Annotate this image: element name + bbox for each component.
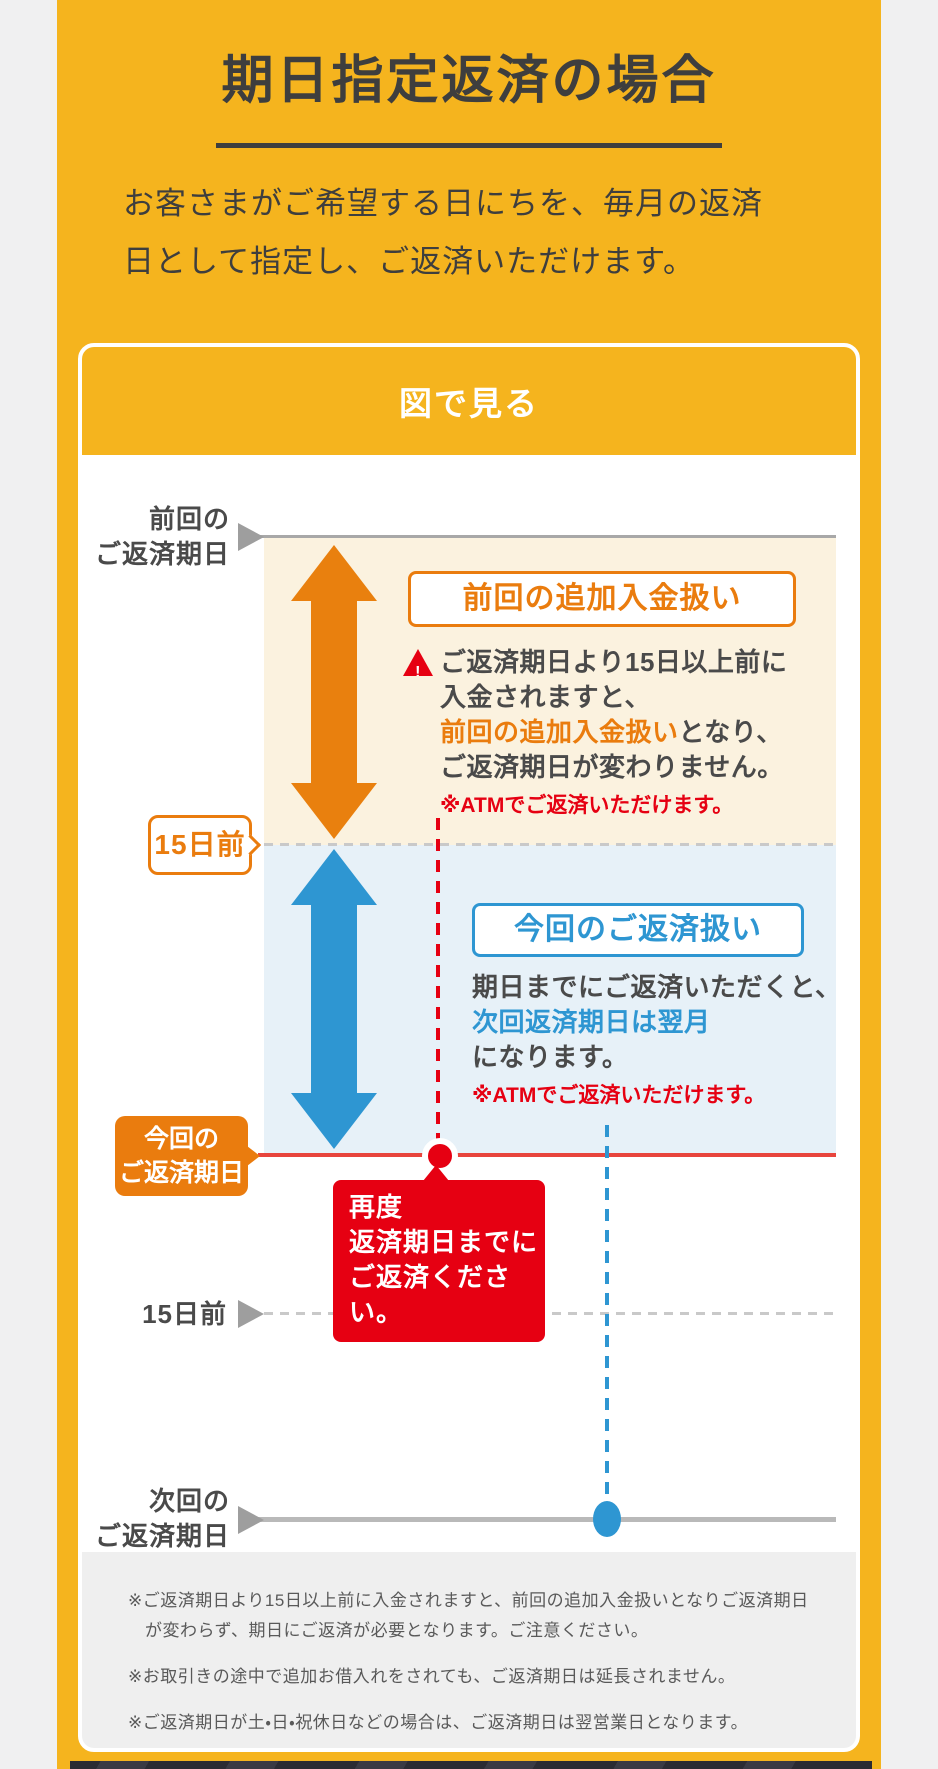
next-section-divider: [70, 1761, 872, 1769]
previous-deposit-description: ご返済期日より15日以上前に 入金されますと、 前回の追加入金扱いとなり、 ご返…: [403, 645, 787, 823]
repay-again-callout: 再度 返済期日までに ご返済ください。: [333, 1165, 545, 1342]
intro-paragraph: お客さまがご希望する日にちを、毎月の返済 日として指定し、ご返済いただけます。: [123, 175, 843, 291]
payment-point-next-icon: [593, 1501, 621, 1537]
intro-line: お客さまがご希望する日にちを、毎月の返済: [123, 186, 763, 221]
highlight-previous-deposit: 前回の追加入金扱い: [440, 717, 679, 747]
current-period-arrow: [291, 849, 377, 1149]
red-dashed-payment-line: [436, 818, 440, 1154]
note-item: ※ご返済期日より15日以上前に入金されますと、前回の追加入金扱いとなりご返済期日…: [128, 1591, 809, 1640]
previous-deposit-title-box: 前回の追加入金扱い: [408, 571, 796, 627]
atm-note: ※ATMでご返済いただけます。: [440, 794, 734, 817]
fifteen-days-before-line-top: [264, 843, 836, 846]
timeline-marker-icon: [238, 523, 264, 551]
blue-dashed-payment-line: [605, 1125, 609, 1519]
arrow-down-icon: [291, 783, 377, 839]
previous-due-date-line: [250, 535, 836, 538]
title-underline: [216, 143, 722, 148]
fifteen-days-before-label: 15日前: [142, 1299, 227, 1329]
figure-card-header: 図で見る: [82, 347, 856, 455]
fifteen-days-before-badge: 15日前: [148, 815, 252, 875]
note-item: ※ご返済期日が土・日・祝休日などの場合は、ご返済期日は翌営業日となります。: [128, 1713, 749, 1732]
current-due-date-badge: 今回の ご返済期日: [115, 1116, 260, 1196]
timeline-marker-icon: [238, 1300, 264, 1328]
atm-note: ※ATMでご返済いただけます。: [472, 1084, 766, 1107]
previous-due-date-label: 前回の ご返済期日: [94, 504, 230, 569]
current-repayment-title-box: 今回のご返済扱い: [472, 903, 804, 957]
arrow-up-icon: [291, 849, 377, 905]
arrow-down-icon: [291, 1093, 377, 1149]
timeline-marker-icon: [238, 1506, 264, 1534]
previous-period-arrow: [291, 545, 377, 839]
next-due-date-label: 次回の ご返済期日: [94, 1486, 230, 1551]
fifteen-days-before-line-bottom: [264, 1312, 836, 1315]
highlight-next-due-date: 次回返済期日は翌月: [472, 1007, 711, 1037]
next-due-date-line: [250, 1517, 836, 1522]
intro-line: 日として指定し、ご返済いただけます。: [123, 244, 695, 279]
current-due-date-line: [258, 1153, 836, 1157]
arrow-up-icon: [291, 545, 377, 601]
current-repayment-description: 期日までにご返済いただくと、 次回返済期日は翌月 になります。 ※ATMでご返済…: [472, 970, 841, 1113]
page-title: 期日指定返済の場合: [221, 52, 717, 110]
note-item: ※お取引きの途中で追加お借入れをされても、ご返済期日は延長されません。: [128, 1667, 736, 1686]
notes-panel: ※ご返済期日より15日以上前に入金されますと、前回の追加入金扱いとなりご返済期日…: [82, 1552, 856, 1748]
